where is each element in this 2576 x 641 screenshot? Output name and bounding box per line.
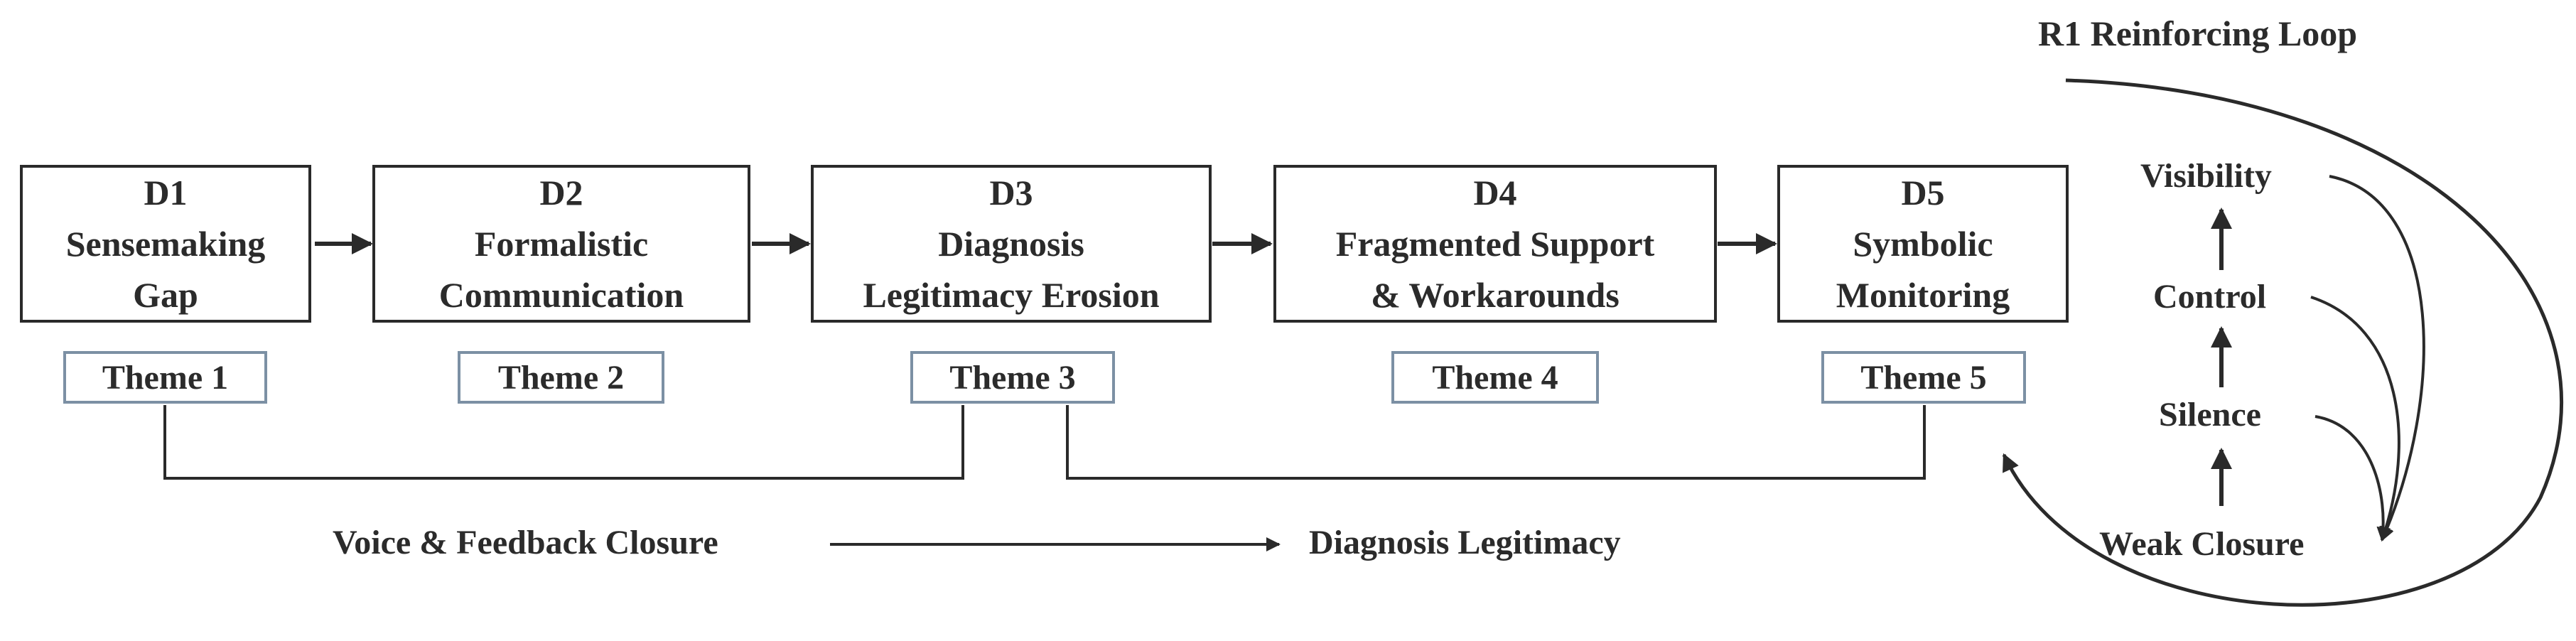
- stage-line2: Legitimacy Erosion: [863, 275, 1160, 315]
- curve-visibility-weak: [2329, 175, 2425, 542]
- loop-node-silence: Silence: [2159, 396, 2261, 433]
- curve-control-weak: [2310, 296, 2400, 542]
- stage-id: D5: [1901, 173, 1945, 212]
- loop-node-control: Control: [2153, 278, 2267, 316]
- stage-line2: & Workarounds: [1371, 275, 1620, 315]
- stage-id: D4: [1473, 173, 1517, 212]
- stage-line2: Communication: [438, 275, 684, 315]
- loop-node-weak-closure: Weak Closure: [2099, 525, 2305, 563]
- theme-tag-1: Theme 1: [63, 351, 267, 404]
- voice-feedback-label: Voice & Feedback Closure: [333, 524, 718, 561]
- loop-node-visibility: Visibility: [2140, 157, 2272, 195]
- stage-box-d1: D1 Sensemaking Gap: [20, 165, 311, 323]
- stage-box-d3: D3 Diagnosis Legitimacy Erosion: [811, 165, 1212, 323]
- stage-line2: Monitoring: [1836, 275, 2010, 315]
- stage-id: D2: [539, 173, 583, 212]
- stage-line2: Gap: [133, 275, 198, 315]
- stage-box-d2: D2 Formalistic Communication: [372, 165, 750, 323]
- stage-line1: Formalistic: [474, 224, 649, 264]
- bracket-theme3-theme5: [1066, 405, 1926, 480]
- diagnosis-legitimacy-label: Diagnosis Legitimacy: [1309, 524, 1621, 561]
- stage-line1: Diagnosis: [938, 224, 1084, 264]
- stage-line1: Symbolic: [1853, 224, 1993, 264]
- theme-tag-5: Theme 5: [1821, 351, 2026, 404]
- stage-box-d4: D4 Fragmented Support & Workarounds: [1273, 165, 1717, 323]
- bracket-theme1-theme3: [163, 405, 964, 480]
- stage-line1: Fragmented Support: [1335, 224, 1655, 264]
- theme-tag-3: Theme 3: [910, 351, 1115, 404]
- stage-box-d5: D5 Symbolic Monitoring: [1777, 165, 2069, 323]
- stage-id: D3: [989, 173, 1033, 212]
- stage-id: D1: [144, 173, 188, 212]
- curve-silence-weak: [2314, 415, 2391, 542]
- stage-line1: Sensemaking: [65, 224, 266, 264]
- theme-tag-4: Theme 4: [1391, 351, 1599, 404]
- reinforcing-loop-arc: [2002, 78, 2563, 607]
- theme-tag-2: Theme 2: [458, 351, 664, 404]
- loop-title: R1 Reinforcing Loop: [2038, 14, 2358, 53]
